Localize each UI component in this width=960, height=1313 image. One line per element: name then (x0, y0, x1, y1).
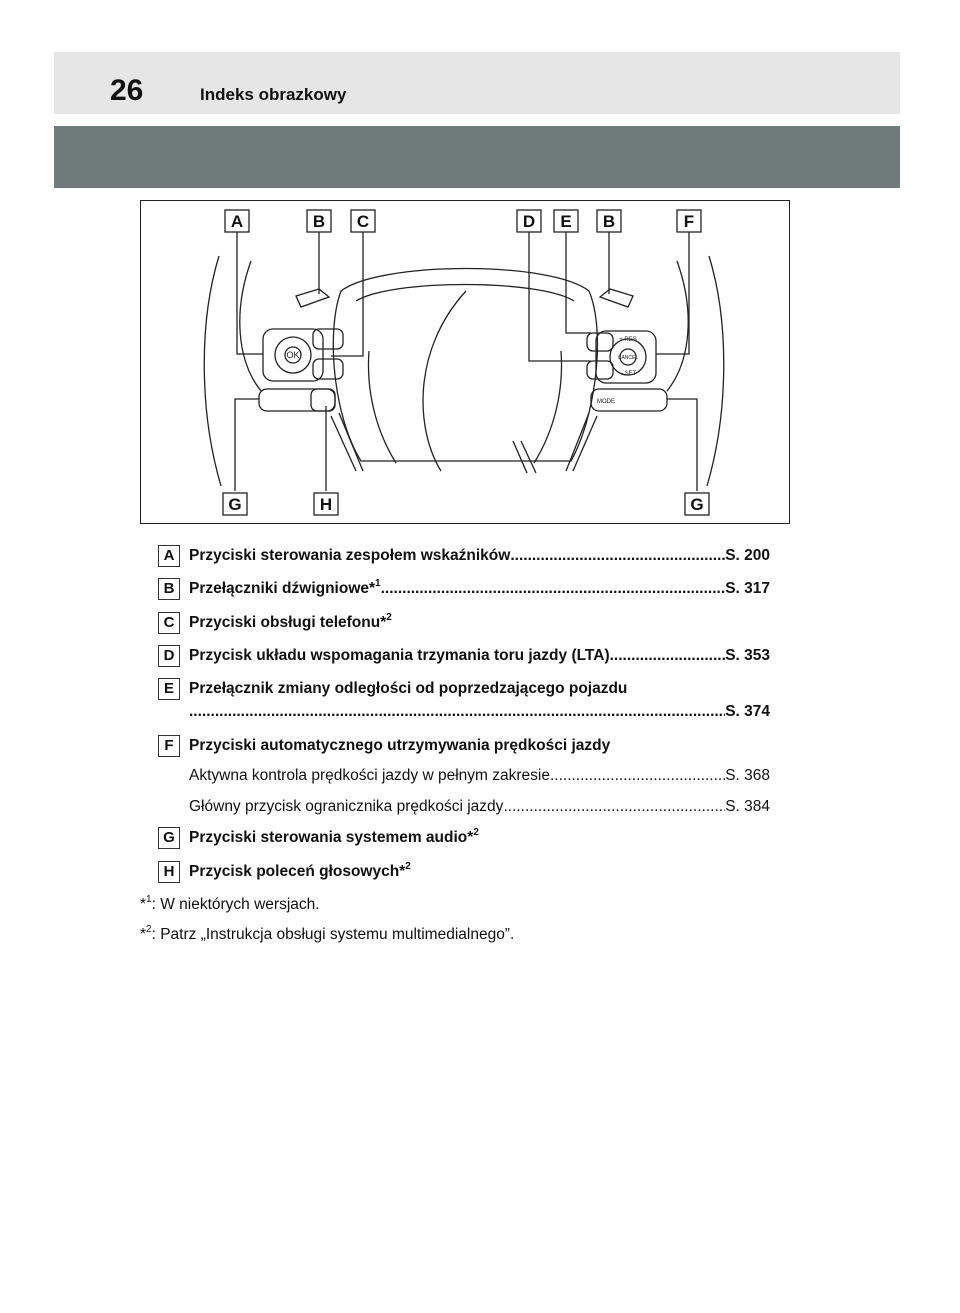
svg-text:G: G (228, 495, 241, 514)
svg-text:G: G (690, 495, 703, 514)
callout-e: E (553, 209, 579, 233)
item-text: Przycisk układu wspomagania trzymania to… (189, 647, 610, 664)
set-label: – SET (620, 371, 637, 377)
left-control-pad (262, 328, 324, 382)
subitem-text: Aktywna kontrola prędkości jazdy w pełny… (189, 767, 550, 784)
page-ref[interactable]: S. 200 (725, 547, 770, 564)
item-text: Przyciski obsługi telefonu* (189, 614, 387, 631)
item-text: Przełączniki dźwigniowe* (189, 580, 376, 597)
paddle-shifter-right (598, 288, 634, 308)
item-letter: E (158, 678, 180, 700)
item-letter: C (158, 612, 180, 634)
svg-text:F: F (684, 212, 694, 231)
item-text: Przyciski automatycznego utrzymywania pr… (189, 737, 611, 754)
item-letter: H (158, 861, 180, 883)
svg-text:H: H (320, 495, 332, 514)
back-button (312, 328, 344, 350)
callout-b: B (306, 209, 332, 233)
item-text: Przycisk poleceń głosowych* (189, 863, 406, 880)
footnote-2: *2: Patrz „Instrukcja obsługi systemu mu… (140, 923, 515, 943)
steering-wheel-illustration: OK + RES CANCEL – SET MODE A B C D E B F… (203, 209, 725, 516)
svg-text:C: C (357, 212, 369, 231)
footnote-1: *1: W niektórych wersjach. (140, 893, 320, 913)
voice-command-button (310, 388, 336, 412)
legend-subitem: Główny przycisk ogranicznika prędkości j… (189, 797, 770, 817)
steering-wheel-figure: OK + RES CANCEL – SET MODE A B C D E B F… (140, 200, 790, 524)
ok-label: OK (286, 350, 299, 360)
legend-subitem: Aktywna kontrola prędkości jazdy w pełny… (189, 766, 770, 786)
callout-g-left: G (222, 492, 248, 516)
svg-text:D: D (523, 212, 535, 231)
item-text: Przyciski sterowania systemem audio* (189, 829, 474, 846)
section-band (54, 126, 900, 188)
right-control-pad (595, 330, 657, 384)
footnote-mark: 2 (405, 860, 411, 872)
ok-button (284, 346, 302, 364)
directional-pad (274, 336, 312, 374)
page-ref[interactable]: S. 374 (725, 703, 770, 720)
page-ref[interactable]: S. 353 (725, 647, 770, 664)
audio-mode-switch (590, 388, 668, 412)
cancel-button (619, 348, 637, 366)
mode-label: MODE (597, 399, 615, 405)
callout-f: F (676, 209, 702, 233)
page-ref[interactable]: S. 384 (725, 798, 770, 815)
item-letter: G (158, 827, 180, 849)
callout-b-right: B (596, 209, 622, 233)
audio-volume-switch (258, 388, 336, 412)
svg-text:B: B (603, 212, 615, 231)
page-number: 26 (110, 74, 144, 107)
page-ref[interactable]: S. 368 (725, 767, 770, 784)
cancel-label: CANCEL (618, 355, 639, 361)
cruise-control-switch (609, 338, 647, 376)
res-label: + RES (619, 337, 637, 343)
callout-c: C (350, 209, 376, 233)
item-letter: B (158, 578, 180, 600)
callout-d: D (516, 209, 542, 233)
footnote-mark: 2 (386, 611, 392, 623)
item-letter: A (158, 545, 180, 567)
item-letter: D (158, 645, 180, 667)
paddle-shifter-left (295, 288, 331, 308)
steering-hub (332, 267, 599, 462)
footnote-mark: 2 (473, 826, 479, 838)
subitem-text: Główny przycisk ogranicznika prędkości j… (189, 798, 504, 815)
phone-button (312, 358, 344, 380)
page-ref[interactable]: S. 317 (725, 580, 770, 597)
svg-text:A: A (231, 212, 243, 231)
distance-switch (586, 332, 614, 352)
svg-text:E: E (560, 212, 571, 231)
rim-left-outer (203, 255, 222, 487)
callout-g-right: G (684, 492, 710, 516)
footnote-mark: 1 (375, 577, 381, 589)
item-text: Przełącznik zmiany odległości od poprzed… (189, 680, 628, 697)
lta-button (586, 360, 614, 380)
callout-h: H (313, 492, 339, 516)
svg-text:B: B (313, 212, 325, 231)
rim-right-outer (706, 255, 725, 487)
page-title: Indeks obrazkowy (200, 85, 347, 104)
item-letter: F (158, 735, 180, 757)
callout-a: A (224, 209, 250, 233)
item-text: Przyciski sterowania zespołem wskaźników (189, 547, 511, 564)
page-header-bar (54, 52, 900, 114)
